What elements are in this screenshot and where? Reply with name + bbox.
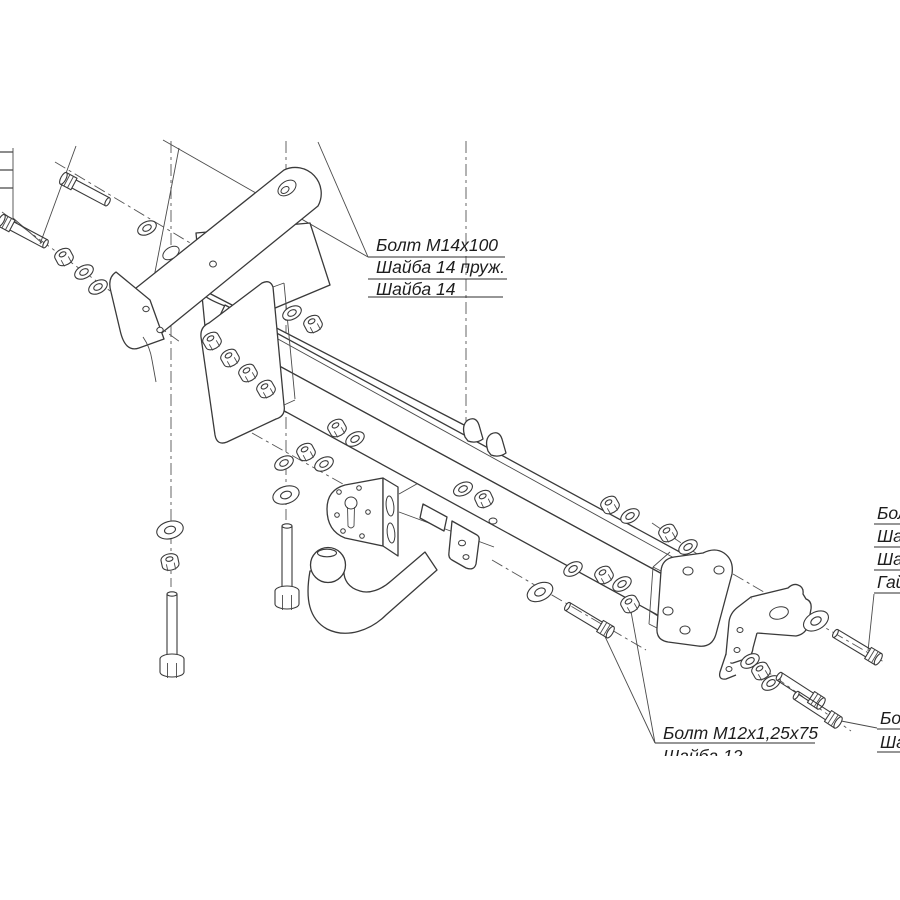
clamp-bracket (718, 583, 812, 680)
callout-line: Болт (880, 708, 900, 728)
right-end-plate (648, 549, 733, 647)
bolt-vertical (274, 523, 300, 611)
bottom-crop-mask (0, 756, 900, 900)
callout-line: Шайба (880, 732, 900, 752)
callout-line: Шайба 14 (376, 279, 456, 299)
callout-bolt-m14: Болт М14х100 Шайба 14 пруж. Шайба 14 (368, 235, 507, 299)
beam-tabs (419, 418, 507, 532)
callout-line: Болт М14х100 (376, 235, 498, 255)
callout-line: Шайба (877, 549, 900, 569)
beam-lug (448, 520, 480, 570)
left-mounting-bracket (109, 166, 322, 383)
keyhole-plate (326, 477, 399, 557)
callout-line: Болт М12х1,25х75 (663, 723, 818, 743)
callout-line: Шайба (877, 526, 900, 546)
beam-left-flange (200, 281, 296, 444)
bolt-m12 (561, 599, 617, 640)
callout-line: Гайка (877, 572, 900, 592)
callout-right-side: Болт Шайба Шайба Гайка (874, 503, 900, 594)
tow-ball (307, 546, 438, 634)
bolt-m14 (57, 170, 113, 210)
callout-left-clipped (0, 148, 14, 218)
callout-line: Шайба 14 пруж. (376, 257, 505, 277)
callout-line: Болт (877, 503, 900, 523)
callout-bottom-right: Болт Шайба (877, 708, 900, 753)
